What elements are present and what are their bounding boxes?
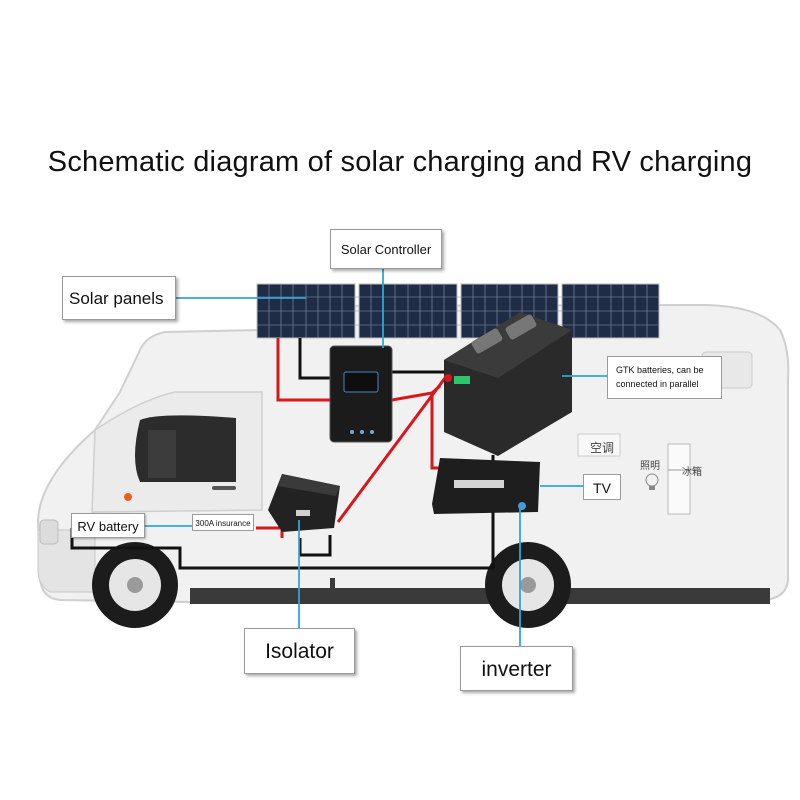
inverter-icon — [432, 458, 540, 514]
wiring — [70, 338, 495, 570]
leader-lines — [145, 269, 607, 646]
battery-icon — [444, 312, 572, 456]
fridge-label: 冰箱 — [682, 467, 702, 478]
solar-panels-label: Solar panels — [62, 276, 176, 320]
solar-controller-label: Solar Controller — [330, 229, 442, 269]
light-bulb-icon — [645, 473, 659, 490]
diagram-title: Schematic diagram of solar charging and … — [47, 146, 753, 178]
inverter-label: inverter — [460, 646, 573, 691]
rear-wheel-icon — [485, 542, 571, 628]
isolator-label: Isolator — [244, 628, 355, 674]
front-wheel-icon — [92, 542, 178, 628]
air-conditioner-label: 空调 — [590, 441, 615, 455]
gtk-batteries-label: GTK batteries, can be connected in paral… — [607, 356, 722, 399]
solar-controller-icon — [329, 345, 393, 443]
rv-battery-label: RV battery — [71, 513, 145, 538]
lighting-label: 照明 — [640, 461, 660, 472]
insurance-label: 300A insurance — [192, 514, 254, 531]
isolator-icon — [268, 474, 340, 532]
tv-label: TV — [583, 474, 621, 500]
